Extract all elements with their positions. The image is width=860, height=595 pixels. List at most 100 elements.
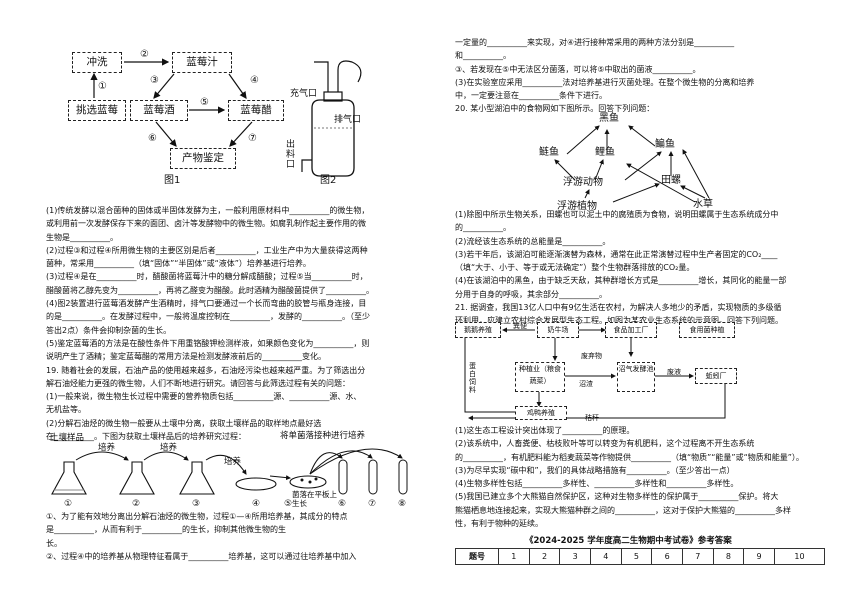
fig1-wine: 蓝莓酒 [130, 100, 188, 121]
arrow-label: ② [140, 49, 149, 60]
text-line: (4)生物多样性包括__________多样性、__________多样性和__… [455, 479, 739, 489]
fig2-air-in: 充气口 [290, 89, 318, 99]
fig3-culture-label: 培养 [224, 457, 242, 467]
text-line: 无机盐等。 [46, 405, 86, 415]
node-liyu: 鲤鱼 [595, 147, 615, 158]
node-fuyoudw: 浮游动物 [563, 177, 603, 188]
text-line: 说明产生了酒精；鉴定蓝莓醋的常用方法是检测发酵液前后的__________变化。 [46, 352, 326, 362]
table-cell: 8 [712, 547, 745, 566]
node-shuicao: 水草 [693, 199, 713, 210]
fig3-label: ② [132, 499, 141, 509]
text-line: (4)图2装置进行蓝莓酒发酵产生酒精时，排气口要通过一个长而弯曲的胶管与瓶身连接… [46, 299, 367, 309]
eco-label: 秸秆 [585, 414, 599, 422]
text-line: 答出2点）条件会抑制杂菌的生长。 [46, 325, 172, 335]
table-cell: 3 [559, 547, 591, 566]
fig3-label: ④ [252, 499, 261, 509]
text-line: 和__________。 [455, 51, 511, 61]
text-line: 在__________。下图为获取土壤样品后的培养研究过程： [46, 432, 246, 442]
table-row: 题号 1 2 3 4 5 6 7 8 9 10 [455, 547, 826, 566]
table-cell: 7 [681, 547, 714, 566]
arrow-label: ⑦ [248, 133, 257, 144]
text-line: ③、若发现在⑤中无法区分菌落，可以将⑤中取出的菌液__________。 [455, 64, 701, 74]
table-cell: 6 [651, 547, 683, 566]
eco-diagram: 鹅鹅养殖 奶牛场 食品加工厂 食用菌种植 种植业（粮食蔬菜） 沼气发酵池 蚯蚓厂… [455, 322, 745, 422]
left-tail-block: ①、为了能有效地分离出分解石油烃的微生物，过程①—④所用培养基，其成分的特点 是… [46, 510, 428, 563]
eco-shipin: 食品加工厂 [605, 322, 657, 338]
node-lianyu: 鲢鱼 [539, 147, 559, 158]
fig3-label: ③ [192, 499, 201, 509]
node-tianluo: 田螺 [661, 175, 681, 186]
fermenter-bottle [301, 60, 362, 177]
fig3-label: ⑦ [368, 499, 377, 509]
text-line: 的是__________。在发酵过程中，一般将温度控制在__________，发… [46, 312, 370, 322]
answer-title: 《2024-2025 学年度高二生物期中考试卷》参考答案 [525, 536, 732, 546]
text-line: 的__________。 [455, 223, 511, 233]
fig3-inoculate: 将单菌落接种进行培养 [280, 431, 366, 441]
answer-table: 题号 1 2 3 4 5 6 7 8 9 10 [455, 547, 826, 566]
fig1-juice: 蓝莓汁 [172, 52, 232, 73]
text-line: 长。 [46, 538, 62, 548]
table-cell: 9 [743, 547, 775, 566]
left-column: 冲洗 蓝莓汁 挑选蓝莓 蓝莓酒 蓝莓醋 产物鉴定 ② ① ③ ④ ⑤ ⑥ ⑦ 图… [46, 0, 428, 595]
text-line: (5)鉴定蓝莓酒的方法是在酸性条件下用重铬酸钾检测样液，如果颜色变化为_____… [46, 338, 370, 348]
text-line: (1)一般来说，微生物生长过程中需要的营养物质包括__________源、___… [46, 392, 362, 402]
eco-zhongzhi: 种植业（粮食蔬菜） [515, 362, 565, 392]
eco-niunai: 奶牛场 [537, 322, 579, 338]
text-line: 是__________，从而有利于__________的生长，抑制其他微生物的生 [46, 525, 286, 535]
right-top-block: 一定量的__________来实现，对④进行接种常采用的两种方法分别是_____… [455, 36, 825, 116]
fig2-outlet: 出料口 [286, 140, 296, 170]
fig2-air-out: 排气口 [334, 115, 362, 125]
text-line: 分用于自身的呼吸，其余部分__________。 [455, 289, 607, 299]
figure-1-arrows [90, 58, 253, 147]
text-line: 或利用前一次发酵保存下来的面团、卤汁等发酵物中的微生物。如腐乳制作起主要作用的微 [46, 219, 366, 229]
node-fuyouzw: 浮游植物 [557, 201, 597, 212]
table-cell: 5 [620, 547, 653, 566]
text-line: (3)若干年后，该湖泊可能逐渐演替为森林，通常在此正常演替过程中生产者固定的CO… [455, 249, 778, 259]
figure-3-culture: 土壤样品 将单菌落接种进行培养 培养 培养 培养 菌落在平板上生长 ① [46, 431, 428, 512]
text-line: 解石油烃能力更强的微生物，人们不断地进行研究。请回答与此筛选过程有关的问题： [46, 378, 350, 388]
table-cell: 2 [528, 547, 561, 566]
node-heiyu: 黑鱼 [599, 113, 619, 124]
text-line: 20. 某小型湖泊中的食物网如下图所示。回答下列问题： [455, 104, 655, 114]
text-line: 性，有利于物种的延续。 [455, 519, 543, 529]
table-cell: 1 [498, 547, 530, 566]
eco-shiyong: 食用菌种植 [679, 322, 735, 338]
fig2-caption: 图2 [320, 175, 337, 186]
text-line: (2)分解石油烃的微生物一般要从土壤中分离，获取土壤样品的取样地点最好选 [46, 418, 322, 428]
fig1-caption: 图1 [164, 175, 181, 186]
text-line: (2)该系统中，人畜粪便、枯枝败叶等可以转变为有机肥料，这个过程离不开生态系统 [455, 439, 755, 449]
text-line: (4)在该湖泊中的黑鱼，由于缺乏天敌，其种群增长方式是__________增长，… [455, 276, 787, 286]
text-line: ①、为了能有效地分离出分解石油烃的微生物，过程①—④所用培养基，其成分的特点 [46, 512, 348, 521]
fig3-label: ⑤ [284, 499, 293, 509]
eco-jiya: 鸡鸭养殖 [515, 406, 567, 420]
fig3-label: ⑧ [398, 499, 407, 509]
arrow-label: ⑤ [200, 97, 209, 108]
arrow-label: ① [98, 81, 107, 92]
fig3-label: ⑥ [338, 499, 347, 509]
right-column: 一定量的__________来实现，对④进行接种常采用的两种方法分别是_____… [455, 0, 826, 595]
fig1-pick: 挑选蓝莓 [68, 100, 126, 121]
text-line: (3)在实验室应采用__________法对培养基进行灭菌处理。在整个微生物的分… [455, 77, 755, 87]
fig1-identify: 产物鉴定 [170, 148, 236, 169]
arrow-label: ⑥ [148, 133, 157, 144]
figure-1: 冲洗 蓝莓汁 挑选蓝莓 蓝莓酒 蓝莓醋 产物鉴定 ② ① ③ ④ ⑤ ⑥ ⑦ 图… [64, 48, 284, 188]
figure-2: 充气口 排气口 出料口 图2 [284, 48, 374, 188]
table-header: 题号 [455, 547, 499, 566]
text-line: 一定量的__________来实现，对④进行接种常采用的两种方法分别是_____… [455, 38, 735, 47]
text-line: 21. 据调查，我国13亿人口中有9亿生活在农村，为解决人多地少的矛盾，实现物质… [455, 303, 782, 313]
text-line: (3)过程④是在__________时，醋酸菌将蓝莓汁中的糖分解成醋酸；过程⑤当… [46, 272, 368, 282]
arrow-label: ④ [250, 75, 259, 86]
right-tail-block: (1)这生态工程设计突出体现了__________的原理。 (2)该系统中，人畜… [455, 424, 825, 530]
fig3-colony: 菌落在平板上生长 [292, 490, 337, 508]
eco-muyang: 鹅鹅养殖 [455, 322, 501, 338]
eco-label: 废弃物 [581, 352, 602, 360]
fig1-vinegar: 蓝莓醋 [228, 100, 284, 121]
eco-qiuzhu: 蚯蚓厂 [695, 368, 737, 384]
left-text-block: (1)传统发酵以混合菌种的固体或半固体发酵为主，一般利用原材料中________… [46, 204, 428, 443]
text-line: (1)除图中所示生物关系，田螺也可以泥土中的腐殖质为食物，说明田螺属于生态系统成… [455, 210, 779, 219]
text-line: 熊猫栖息地连接起来，实现大熊猫种群之间的__________，这对于保护大熊猫的… [455, 505, 791, 515]
eco-zhaoqi: 沼气发酵池 [617, 362, 655, 392]
text-line: 生物是__________。 [46, 232, 118, 242]
text-line: (3)为尽早实现“碳中和”，我们的具体战略措施有__________。（至少答出… [455, 465, 735, 475]
text-line: (1)这生态工程设计突出体现了__________的原理。 [455, 426, 635, 435]
